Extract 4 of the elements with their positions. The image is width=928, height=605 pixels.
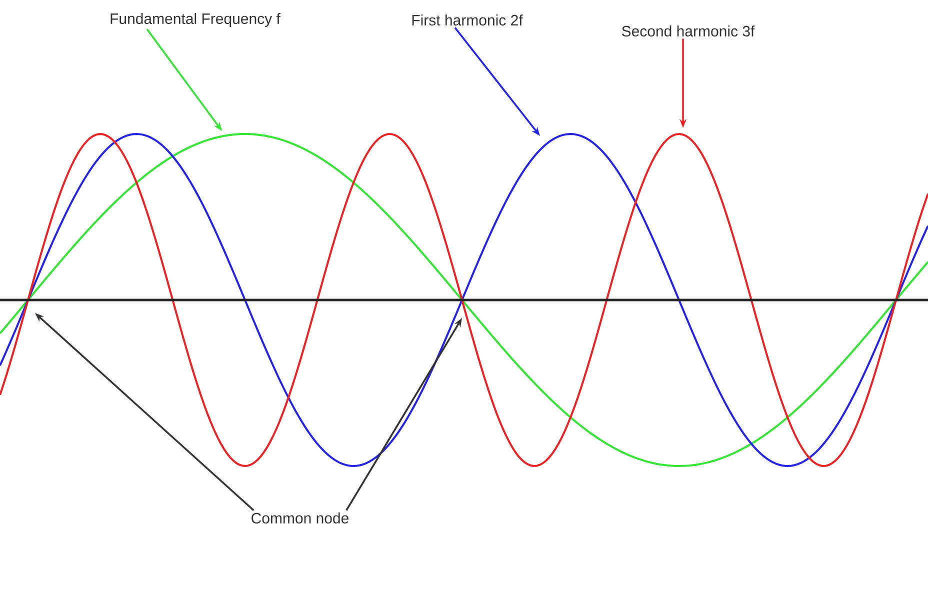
callout-label: Common node <box>252 512 348 524</box>
callout-label: First harmonic 2f <box>412 14 523 26</box>
callout-label: Fundamental Frequency f <box>110 13 280 27</box>
callout-label: Second harmonic 3f <box>622 26 755 36</box>
